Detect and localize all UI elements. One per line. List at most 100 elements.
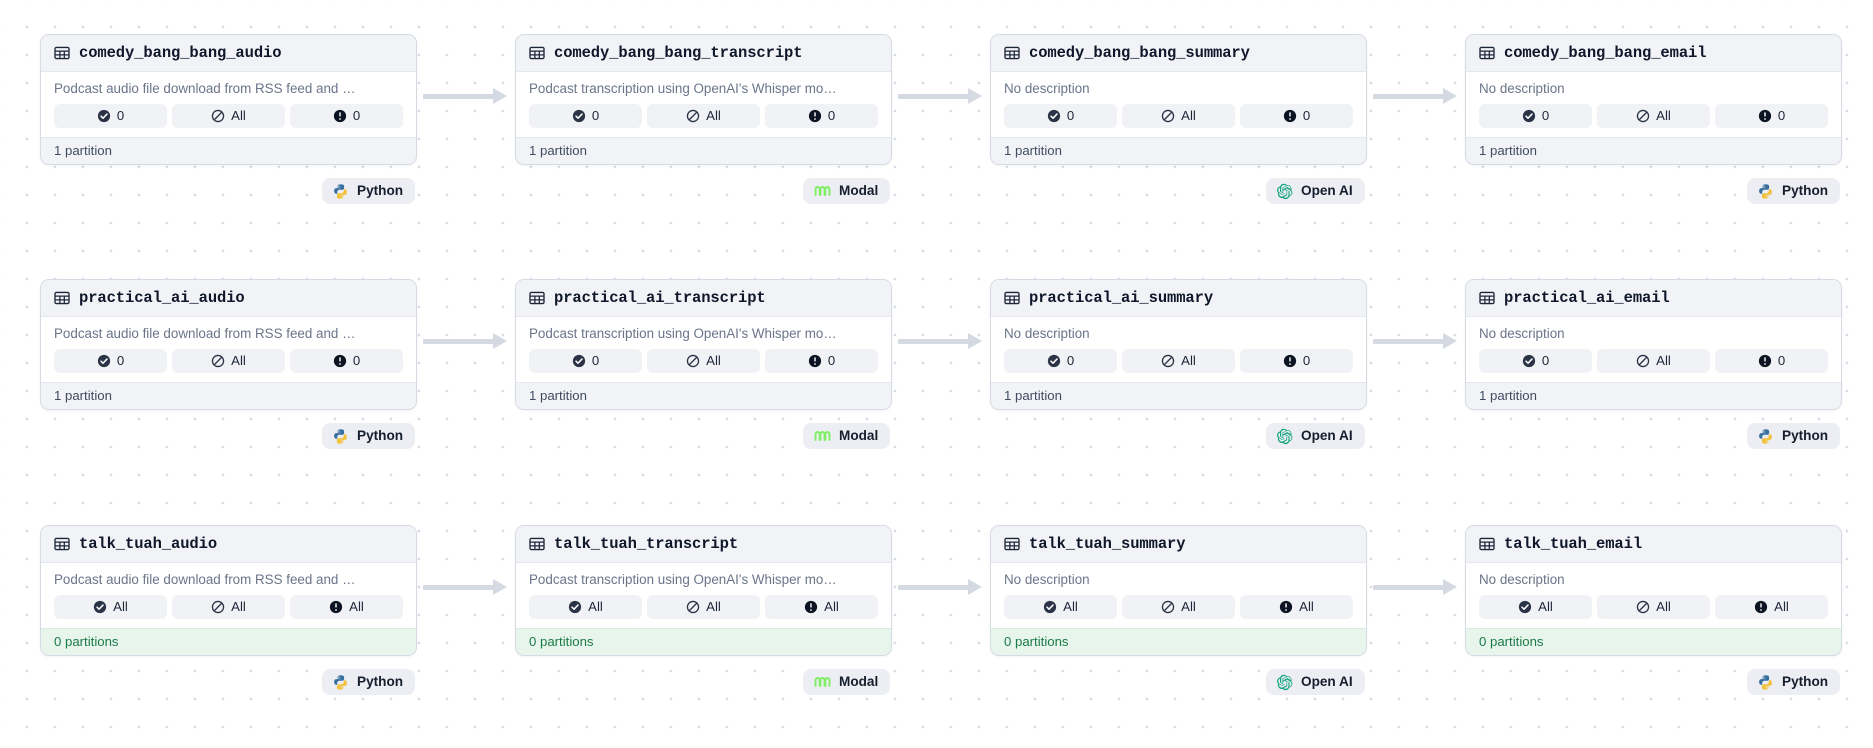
node-partition-status: 1 partition: [1466, 382, 1841, 409]
asset-node-comedy_bang_bang_summary[interactable]: comedy_bang_bang_summary No description …: [990, 34, 1367, 165]
stat-checks[interactable]: All: [172, 104, 285, 128]
stat-materializations[interactable]: 0: [529, 104, 642, 128]
stat-materializations[interactable]: 0: [1004, 104, 1117, 128]
node-header[interactable]: comedy_bang_bang_audio: [41, 35, 416, 72]
python-logo-icon: [1759, 183, 1772, 199]
modal-logo-icon: [814, 677, 831, 687]
provider-badge-modal-comedy_bang_bang[interactable]: Modal: [803, 178, 891, 204]
node-header[interactable]: comedy_bang_bang_email: [1466, 35, 1841, 72]
stat-failures[interactable]: 0: [1715, 349, 1828, 373]
stat-checks[interactable]: All: [647, 349, 760, 373]
stat-materializations[interactable]: 0: [1479, 349, 1592, 373]
stat-materializations[interactable]: 0: [54, 349, 167, 373]
stat-materializations[interactable]: All: [529, 595, 642, 619]
provider-badge-python-talk_tuah[interactable]: Python: [322, 669, 416, 695]
check-circle-icon: [94, 600, 107, 614]
asset-node-talk_tuah_email[interactable]: talk_tuah_email No description All All A…: [1465, 525, 1842, 656]
exclamation-circle-icon: [330, 600, 343, 614]
slash-circle-icon: [1636, 109, 1650, 123]
asset-node-talk_tuah_transcript[interactable]: talk_tuah_transcript Podcast transcripti…: [515, 525, 892, 656]
node-header[interactable]: comedy_bang_bang_summary: [991, 35, 1366, 72]
provider-badge-python-practical_ai[interactable]: Python: [1747, 423, 1841, 449]
provider-badge-python-comedy_bang_bang[interactable]: Python: [322, 178, 416, 204]
stat-checks[interactable]: All: [647, 104, 760, 128]
asset-node-talk_tuah_summary[interactable]: talk_tuah_summary No description All All…: [990, 525, 1367, 656]
provider-badge-label: Open AI: [1301, 183, 1353, 199]
stat-materializations[interactable]: All: [1004, 595, 1117, 619]
stat-failures[interactable]: 0: [765, 104, 878, 128]
stat-checks[interactable]: All: [172, 595, 285, 619]
stat-failures[interactable]: 0: [1240, 104, 1353, 128]
stat-checks[interactable]: All: [1597, 104, 1710, 128]
stat-checks[interactable]: All: [1122, 595, 1235, 619]
node-header[interactable]: practical_ai_transcript: [516, 280, 891, 317]
provider-badge-openai-practical_ai[interactable]: Open AI: [1266, 423, 1365, 449]
stat-failures[interactable]: 0: [1715, 104, 1828, 128]
provider-badge-python-talk_tuah[interactable]: Python: [1747, 669, 1841, 695]
stat-failures[interactable]: 0: [290, 104, 403, 128]
provider-badge-openai-talk_tuah[interactable]: Open AI: [1266, 669, 1365, 695]
slash-circle-icon: [211, 600, 225, 614]
stat-materializations[interactable]: 0: [529, 349, 642, 373]
check-circle-icon: [97, 354, 110, 368]
stat-failures[interactable]: 0: [765, 349, 878, 373]
table-icon: [1479, 537, 1495, 550]
node-title: comedy_bang_bang_transcript: [554, 43, 803, 62]
stat-checks[interactable]: All: [1597, 349, 1710, 373]
stat-materializations-value: 0: [116, 108, 125, 124]
node-header[interactable]: talk_tuah_summary: [991, 526, 1366, 563]
node-header[interactable]: talk_tuah_transcript: [516, 526, 891, 563]
node-header[interactable]: comedy_bang_bang_transcript: [516, 35, 891, 72]
stat-materializations[interactable]: 0: [54, 104, 167, 128]
exclamation-circle-icon: [808, 354, 821, 368]
node-header[interactable]: talk_tuah_email: [1466, 526, 1841, 563]
exclamation-circle-icon: [808, 109, 821, 123]
python-logo-icon: [334, 183, 347, 199]
edge-talk_tuah-0: [423, 579, 507, 595]
stat-failures[interactable]: All: [1240, 595, 1353, 619]
stat-failures[interactable]: 0: [290, 349, 403, 373]
provider-badge-openai-comedy_bang_bang[interactable]: Open AI: [1266, 178, 1365, 204]
stat-materializations[interactable]: 0: [1004, 349, 1117, 373]
stat-materializations[interactable]: 0: [1479, 104, 1592, 128]
asset-node-practical_ai_audio[interactable]: practical_ai_audio Podcast audio file do…: [40, 279, 417, 410]
stat-checks-value: All: [1656, 108, 1671, 124]
asset-node-comedy_bang_bang_audio[interactable]: comedy_bang_bang_audio Podcast audio fil…: [40, 34, 417, 165]
stat-failures[interactable]: All: [1715, 595, 1828, 619]
stat-failures[interactable]: 0: [1240, 349, 1353, 373]
asset-node-practical_ai_summary[interactable]: practical_ai_summary No description 0 Al…: [990, 279, 1367, 410]
provider-badge-modal-talk_tuah[interactable]: Modal: [803, 669, 891, 695]
asset-node-comedy_bang_bang_email[interactable]: comedy_bang_bang_email No description 0 …: [1465, 34, 1842, 165]
node-header[interactable]: talk_tuah_audio: [41, 526, 416, 563]
stat-failures[interactable]: All: [290, 595, 403, 619]
exclamation-circle-icon: [333, 354, 346, 368]
stat-checks[interactable]: All: [647, 595, 760, 619]
node-header[interactable]: practical_ai_email: [1466, 280, 1841, 317]
provider-badge-modal-practical_ai[interactable]: Modal: [803, 423, 891, 449]
asset-node-practical_ai_email[interactable]: practical_ai_email No description 0 All …: [1465, 279, 1842, 410]
node-header[interactable]: practical_ai_summary: [991, 280, 1366, 317]
stat-failures[interactable]: All: [765, 595, 878, 619]
table-icon: [529, 291, 545, 304]
modal-logo-icon: [814, 431, 831, 441]
asset-node-talk_tuah_audio[interactable]: talk_tuah_audio Podcast audio file downl…: [40, 525, 417, 656]
stat-checks[interactable]: All: [172, 349, 285, 373]
node-partition-status: 1 partition: [41, 137, 416, 164]
provider-badge-python-comedy_bang_bang[interactable]: Python: [1747, 178, 1841, 204]
check-circle-icon: [1522, 354, 1535, 368]
node-stats: 0 All 0: [529, 349, 878, 373]
node-body: No description All All All: [991, 563, 1366, 628]
asset-node-practical_ai_transcript[interactable]: practical_ai_transcript Podcast transcri…: [515, 279, 892, 410]
stat-materializations[interactable]: All: [54, 595, 167, 619]
asset-node-comedy_bang_bang_transcript[interactable]: comedy_bang_bang_transcript Podcast tran…: [515, 34, 892, 165]
provider-badge-python-practical_ai[interactable]: Python: [322, 423, 416, 449]
node-title: comedy_bang_bang_email: [1504, 43, 1707, 62]
stat-checks[interactable]: All: [1597, 595, 1710, 619]
stat-checks[interactable]: All: [1122, 104, 1235, 128]
stat-checks[interactable]: All: [1122, 349, 1235, 373]
node-header[interactable]: practical_ai_audio: [41, 280, 416, 317]
openai-logo-icon: [1277, 674, 1293, 690]
slash-circle-icon: [211, 354, 225, 368]
stat-materializations[interactable]: All: [1479, 595, 1592, 619]
